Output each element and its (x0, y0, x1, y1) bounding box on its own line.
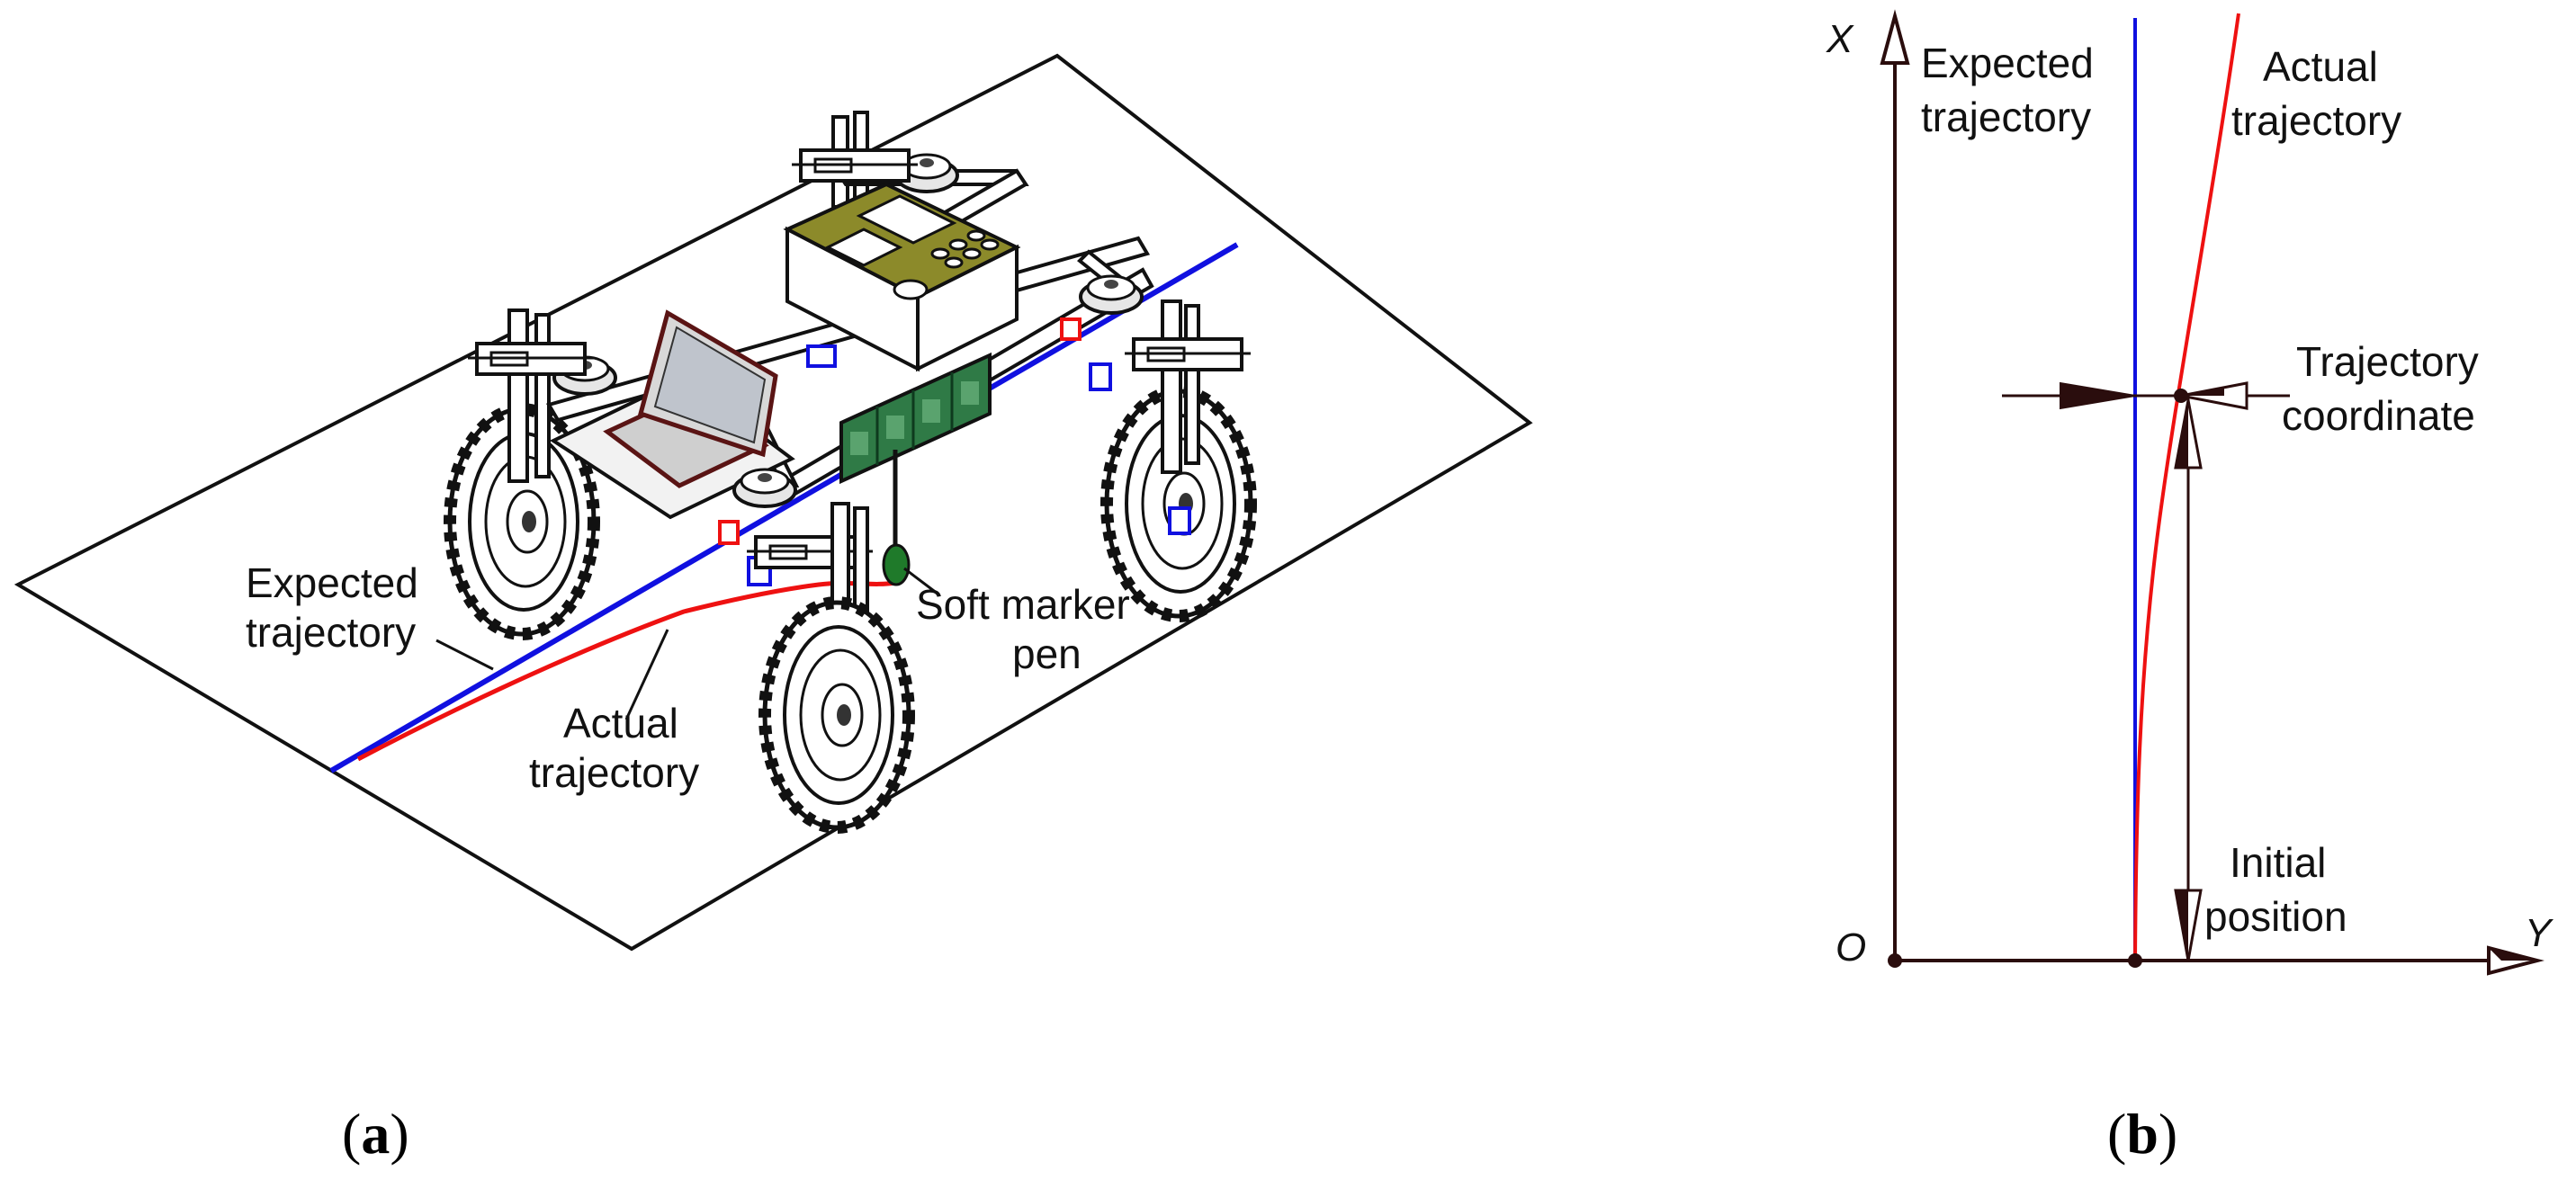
origin-point (1888, 953, 1902, 968)
leader-lines (435, 567, 938, 720)
panel-b: X Y O Expected trajectory Actual traject… (1826, 9, 2554, 1166)
wheel-front-left (765, 603, 909, 827)
label-actual-trajectory-a: Actual trajectory (529, 700, 699, 796)
expected-trajectory-line (329, 242, 1239, 773)
initial-position-point (2128, 953, 2142, 968)
label-actual-trajectory-b: Actual trajectory (2231, 43, 2401, 144)
panel-label-a: (a) (342, 1102, 409, 1166)
sensor-red (718, 317, 1082, 545)
actual-trajectory-line-b (2133, 13, 2240, 961)
axis-label-y: Y (2525, 911, 2554, 955)
label-soft-marker-pen: Soft marker pen (916, 581, 1142, 677)
panel-a: Expected trajectory Actual trajectory So… (13, 53, 1533, 1166)
label-trajectory-coordinate: Trajectory coordinate (2282, 338, 2491, 439)
label-expected-trajectory-a: Expected trajectory (246, 559, 430, 656)
label-initial-position: Initial position (2204, 839, 2347, 940)
axis-label-x: X (1826, 17, 1854, 61)
soft-marker-pen (882, 450, 911, 586)
axis-label-origin: O (1836, 925, 1866, 970)
circuit-board (839, 352, 992, 485)
label-expected-trajectory-b: Expected trajectory (1921, 40, 2105, 140)
panel-label-b: (b) (2107, 1102, 2177, 1166)
x-axis-arrow (1880, 9, 1910, 65)
dimension-arrow-left (2060, 381, 2136, 410)
controller-box (783, 182, 1021, 372)
